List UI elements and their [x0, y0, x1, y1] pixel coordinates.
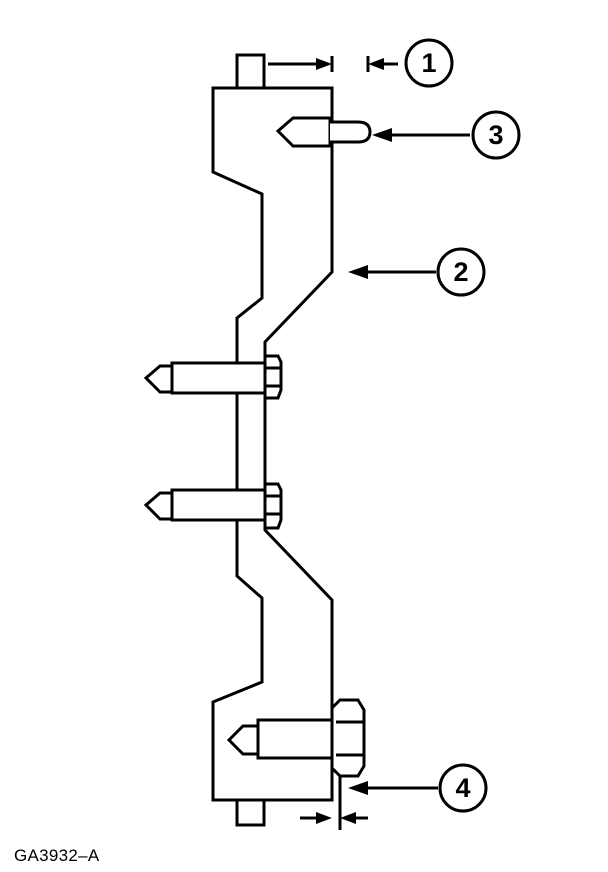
callout-2-label: 2: [453, 257, 468, 287]
middle-bolt: [143, 482, 283, 530]
callout-2-circle: [436, 247, 486, 297]
lower-bolt: [226, 698, 366, 778]
dimension-arrows-bottom: [300, 776, 368, 830]
figure-id-label: GA3932–A: [14, 846, 100, 865]
leader-lines: [366, 133, 470, 790]
locating-pin: [275, 116, 372, 148]
callout-4-label: 4: [455, 773, 470, 803]
callout-3-label: 3: [488, 120, 503, 150]
bracket-body: [211, 86, 334, 802]
callout-1-label: 1: [421, 48, 436, 78]
callout-1-circle: [404, 38, 454, 88]
bottom-tab: [235, 798, 266, 827]
top-tab: [235, 53, 266, 90]
upper-bolt: [143, 354, 283, 400]
callout-3-circle: [471, 110, 521, 160]
callout-4-circle: [438, 763, 488, 813]
